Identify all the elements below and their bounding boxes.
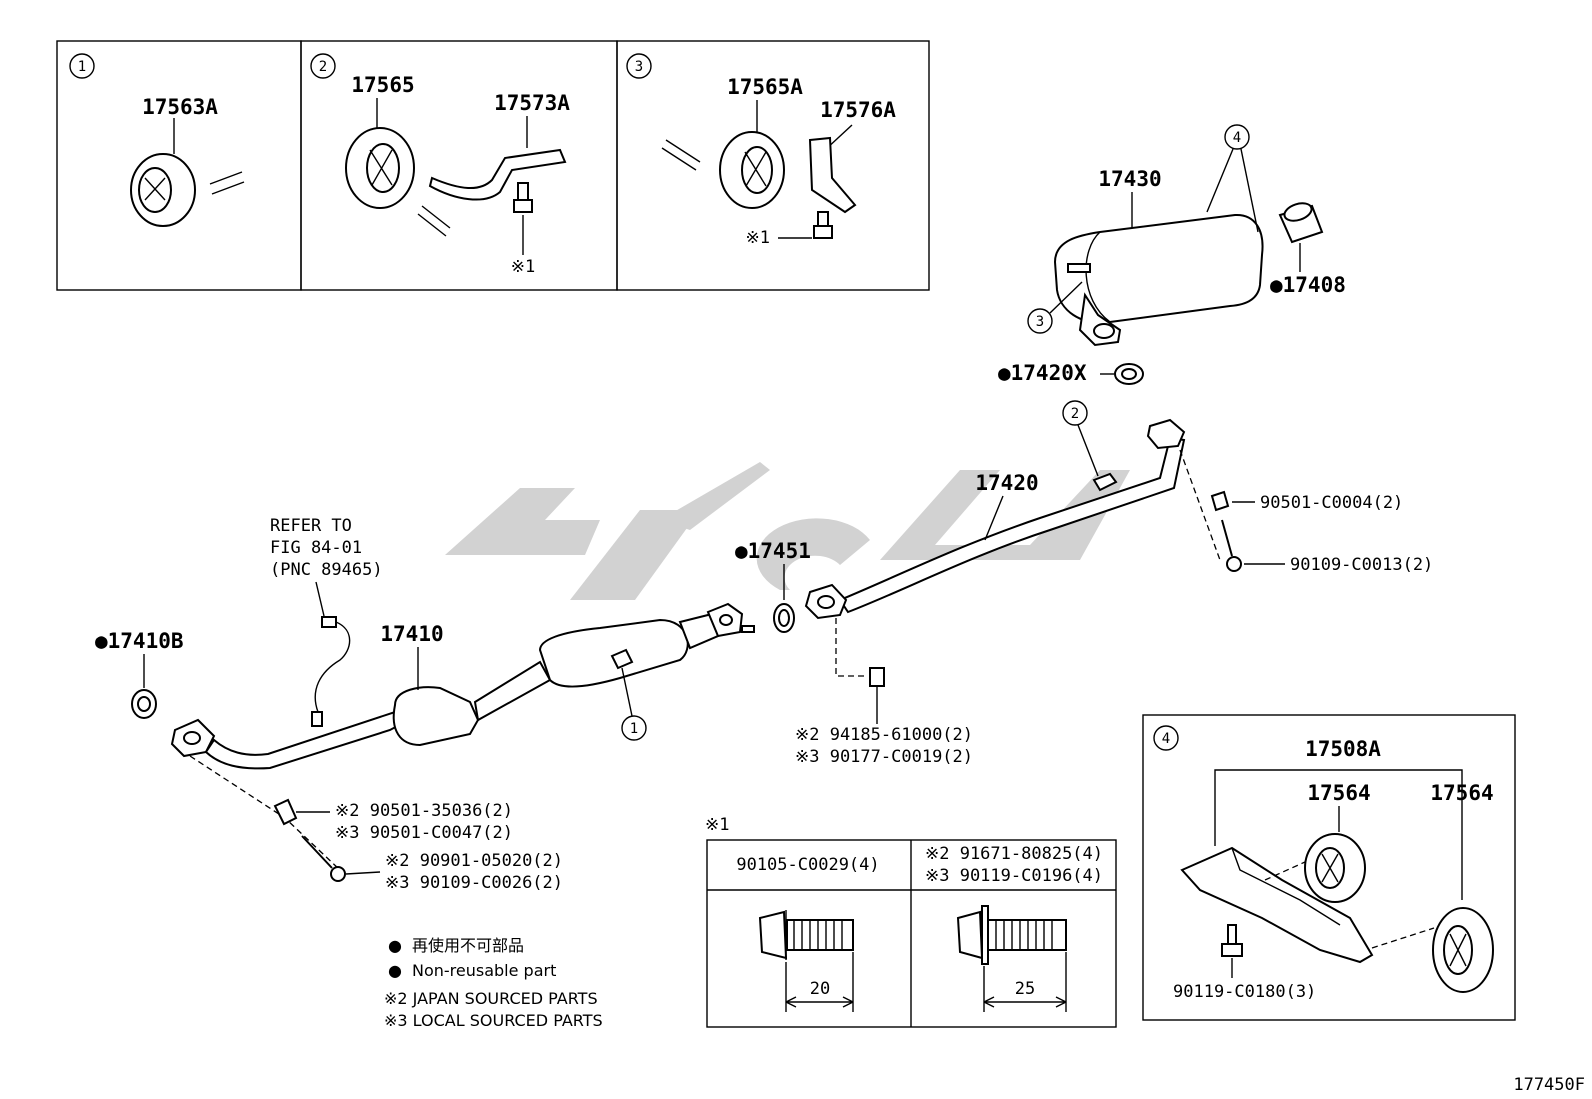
callout-3: 3 <box>1036 314 1044 330</box>
inset-box-4: 4 17508A 17564 17564 90119-C0180(3) <box>1142 714 1516 1021</box>
part-label-17563A: 17563A <box>142 95 218 119</box>
refer-line-3: (PNC 89465) <box>270 560 383 580</box>
nut-label-1: ※2 94185-61000(2) <box>795 725 973 745</box>
part-label-17576A: 17576A <box>820 98 896 122</box>
watermark-logo <box>445 462 1130 600</box>
muffler-17430 <box>1053 213 1264 347</box>
part-label-17420: 17420 <box>975 471 1038 495</box>
spring-label-1: ※2 90501-35036(2) <box>335 801 513 821</box>
bolt-spec-table: ※1 90105-C0029(4) ※2 91671-80825(4) ※3 9… <box>705 815 1117 1028</box>
part-label-17410: 17410 <box>380 622 443 646</box>
part-label-17564-b: 17564 <box>1430 781 1493 805</box>
dimension-20: 20 <box>810 979 830 999</box>
center-pipe-17420 <box>804 418 1186 620</box>
hanger-bracket <box>1180 846 1374 964</box>
inset-number: 4 <box>1162 731 1170 747</box>
refer-line-2: FIG 84-01 <box>270 538 362 558</box>
legend-line-1: 再使用不可部品 <box>412 936 524 955</box>
spring-label-2: ※3 90501-C0047(2) <box>335 823 513 843</box>
tail-pipe-tip-17408 <box>1278 202 1324 244</box>
bolt-label-2: ※3 90109-C0026(2) <box>385 873 563 893</box>
inset-number: 2 <box>319 59 327 75</box>
nut-94185-61000 <box>869 667 885 687</box>
dimension-25: 25 <box>1015 979 1035 999</box>
inset-number: 3 <box>635 59 643 75</box>
legend-line-2: Non-reusable part <box>412 961 556 980</box>
table-mark: ※1 <box>705 815 729 835</box>
table-col2-header-2: ※3 90119-C0196(4) <box>925 866 1103 886</box>
note-mark: ※1 <box>746 228 770 248</box>
front-pipe-17410 <box>170 602 755 770</box>
bolt-icon-91671: 25 <box>956 905 1067 1012</box>
part-label-17451: ●17451 <box>735 539 811 563</box>
nut-label-2: ※3 90177-C0019(2) <box>795 747 973 767</box>
refer-line-1: REFER TO <box>270 516 352 536</box>
callout-1: 1 <box>630 721 638 737</box>
part-label-17508A: 17508A <box>1305 737 1381 761</box>
legend: ● 再使用不可部品 ● Non-reusable part ※2 JAPAN S… <box>384 936 603 1030</box>
bolt-90109-C0013 <box>1226 556 1242 572</box>
spring-90501-35036 <box>273 798 298 826</box>
part-label-17410B: ●17410B <box>95 629 184 653</box>
legend-line-4: ※3 LOCAL SOURCED PARTS <box>384 1011 603 1030</box>
part-label-90119-C0180: 90119-C0180(3) <box>1173 982 1316 1002</box>
legend-dot-1: ● <box>388 936 402 955</box>
inset-box-2: 2 17565 17573A ※1 <box>300 40 618 291</box>
note-mark: ※1 <box>511 257 535 277</box>
part-label-17564-a: 17564 <box>1307 781 1370 805</box>
rubber-hanger-part <box>130 153 196 227</box>
legend-dot-2: ● <box>388 961 402 980</box>
part-label-17573A: 17573A <box>494 91 570 115</box>
inset-box-1: 1 17563A <box>56 40 302 291</box>
part-label-17408: ●17408 <box>1270 273 1346 297</box>
part-label-90501-C0004: 90501-C0004(2) <box>1260 493 1403 513</box>
callout-2: 2 <box>1071 406 1079 422</box>
bolt-icon-90105: 20 <box>758 910 854 1012</box>
bolt-90901-05020 <box>330 866 346 882</box>
inset-box-3: 3 17565A 17576A ※1 <box>616 40 930 291</box>
figure-code: 177450F <box>1513 1075 1585 1095</box>
part-label-90109-C0013: 90109-C0013(2) <box>1290 555 1433 575</box>
bolt-label-1: ※2 90901-05020(2) <box>385 851 563 871</box>
part-label-17420X: ●17420X <box>998 361 1087 385</box>
callout-4: 4 <box>1233 130 1241 146</box>
table-col2-header-1: ※2 91671-80825(4) <box>925 844 1103 864</box>
legend-line-3: ※2 JAPAN SOURCED PARTS <box>384 989 598 1008</box>
inset-number: 1 <box>78 59 86 75</box>
oxygen-sensor <box>311 616 351 727</box>
table-col1-header: 90105-C0029(4) <box>736 855 879 875</box>
part-label-17565A: 17565A <box>727 75 803 99</box>
spring-90501-C0004 <box>1210 490 1230 512</box>
part-label-17565: 17565 <box>351 73 414 97</box>
part-label-17430: 17430 <box>1098 167 1161 191</box>
